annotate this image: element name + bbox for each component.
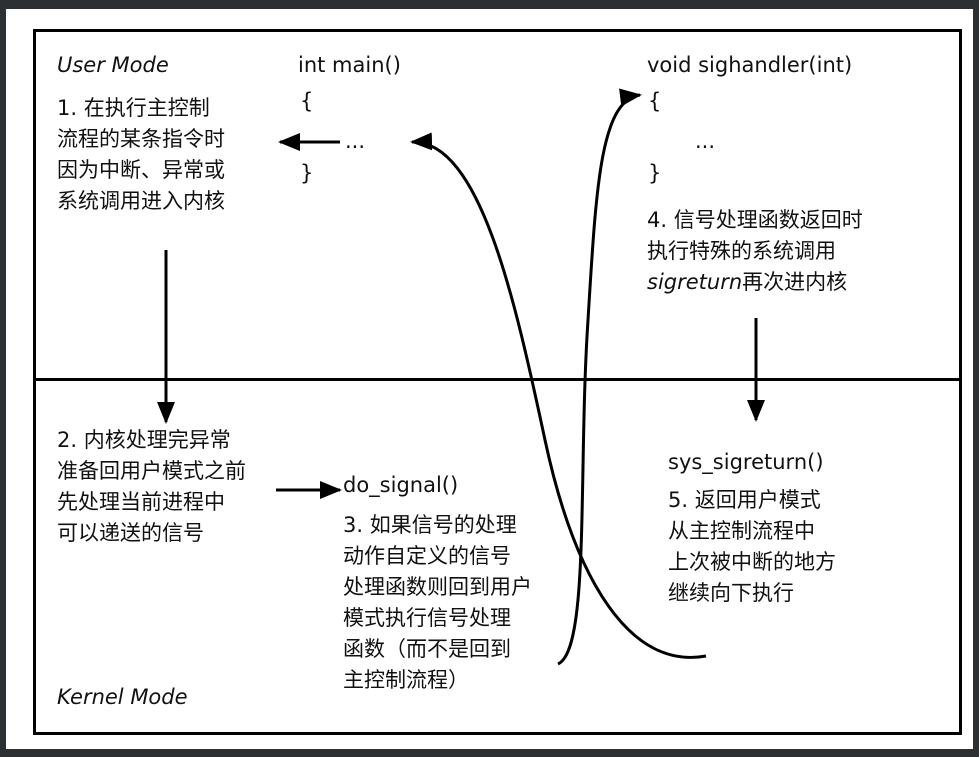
main-close-brace: } xyxy=(300,161,314,185)
step-4: 4. 信号处理函数返回时执行特殊的系统调用 sigreturn再次进内核 xyxy=(647,205,863,298)
step-2-line: 2. 内核处理完异常 xyxy=(57,428,231,452)
main-signature: int main() xyxy=(298,53,401,77)
step-2-line: 先处理当前进程中 xyxy=(57,490,225,514)
step-3-line: 函数（而不是回到 xyxy=(343,637,511,661)
handler-close-brace: } xyxy=(648,161,662,185)
user-mode-label: User Mode xyxy=(57,53,169,77)
step-5-line: 继续向下执行 xyxy=(668,581,794,605)
kernel-mode-label: Kernel Mode xyxy=(57,685,188,709)
sigreturn-term: sigreturn xyxy=(647,270,743,294)
step-5-line: 从主控制流程中 xyxy=(668,519,815,543)
sys-sigreturn-label: sys_sigreturn() xyxy=(668,450,824,474)
step-3-line: 动作自定义的信号 xyxy=(343,544,511,568)
handler-open-brace: { xyxy=(648,89,662,113)
step-3-line: 主控制流程） xyxy=(343,668,469,692)
step-1-line: 因为中断、异常或 xyxy=(57,158,225,182)
step-1-line: 1. 在执行主控制 xyxy=(57,96,210,120)
curve-to-sighandler xyxy=(557,88,642,666)
step-1: 1. 在执行主控制流程的某条指令时因为中断、异常或系统调用进入内核 xyxy=(57,93,225,217)
step-1-line: 系统调用进入内核 xyxy=(57,189,225,213)
step-4-line: 4. 信号处理函数返回时 xyxy=(647,208,863,232)
main-open-brace: { xyxy=(300,89,314,113)
diagram-frame xyxy=(33,29,962,735)
do-signal-label: do_signal() xyxy=(343,473,459,497)
step-3-line: 3. 如果信号的处理 xyxy=(343,513,517,537)
step-4-line: sigreturn再次进内核 xyxy=(647,267,863,298)
step-3: 3. 如果信号的处理动作自定义的信号处理函数则回到用户模式执行信号处理函数（而不… xyxy=(343,510,532,696)
mode-divider xyxy=(33,378,962,381)
step-2: 2. 内核处理完异常准备回用户模式之前先处理当前进程中可以递送的信号 xyxy=(57,425,246,549)
curve-return-to-main xyxy=(410,132,707,659)
step-3-line: 模式执行信号处理 xyxy=(343,606,511,630)
step-1-line: 流程的某条指令时 xyxy=(57,127,225,151)
step-4-line: 执行特殊的系统调用 xyxy=(647,239,836,263)
step-5-line: 5. 返回用户模式 xyxy=(668,488,821,512)
step-4-tail: 再次进内核 xyxy=(742,270,848,294)
step-2-line: 准备回用户模式之前 xyxy=(57,459,246,483)
handler-signature: void sighandler(int) xyxy=(647,53,853,77)
step-2-line: 可以递送的信号 xyxy=(57,521,204,545)
step-3-line: 处理函数则回到用户 xyxy=(343,575,532,599)
step-5-line: 上次被中断的地方 xyxy=(668,550,836,574)
main-body: ... xyxy=(345,129,366,153)
step-5: 5. 返回用户模式从主控制流程中上次被中断的地方继续向下执行 xyxy=(668,485,836,609)
handler-body: ... xyxy=(695,129,716,153)
